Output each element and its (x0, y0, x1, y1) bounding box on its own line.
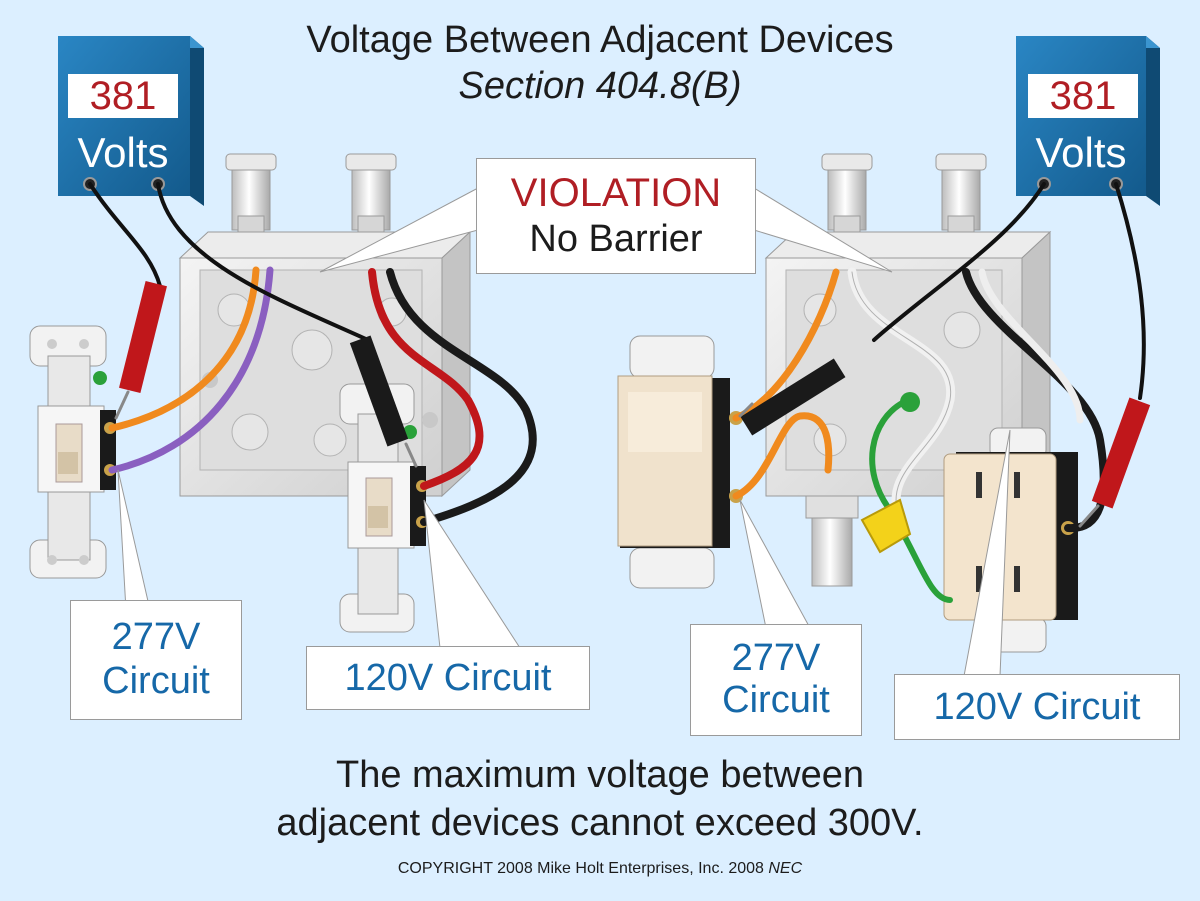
left-wires (88, 182, 537, 526)
no-barrier-label: No Barrier (529, 218, 703, 260)
right-meter-reading: 381 (1028, 74, 1138, 118)
left-120v-callout: 120V Circuit (306, 646, 590, 710)
left-277v-circuit-label: Circuit (102, 660, 210, 702)
right-277v-callout: 277V Circuit (690, 624, 862, 736)
left-meter-reading: 381 (68, 74, 178, 118)
copyright-nec: NEC (768, 860, 803, 877)
right-meter-unit: Volts (1035, 129, 1127, 176)
violation-label: VIOLATION (510, 171, 722, 215)
copyright-notice: COPYRIGHT 2008 Mike Holt Enterprises, In… (0, 860, 1200, 878)
right-277v-label: 277V (731, 637, 821, 679)
footer-line-1: The maximum voltage between (335, 754, 865, 796)
footer-line-2: adjacent devices cannot exceed 300V. (276, 802, 924, 844)
violation-callout: VIOLATION No Barrier (476, 158, 756, 274)
left-277v-callout: 277V Circuit (70, 600, 242, 720)
left-meter-unit: Volts (77, 129, 169, 176)
callout-pointers (117, 187, 1011, 677)
copyright-text: COPYRIGHT 2008 Mike Holt Enterprises, In… (397, 860, 769, 877)
right-120v-callout: 120V Circuit (894, 674, 1180, 740)
right-wires (732, 182, 1151, 603)
right-receptacle-120v (943, 427, 1078, 653)
section-reference: Section 404.8(B) (458, 65, 742, 107)
right-switch-277v (617, 335, 743, 589)
left-277v-label: 277V (111, 616, 201, 658)
right-277v-circuit-label: Circuit (722, 679, 830, 721)
left-switch-277v (29, 325, 116, 579)
diagram-title: Voltage Between Adjacent Devices (306, 19, 894, 61)
